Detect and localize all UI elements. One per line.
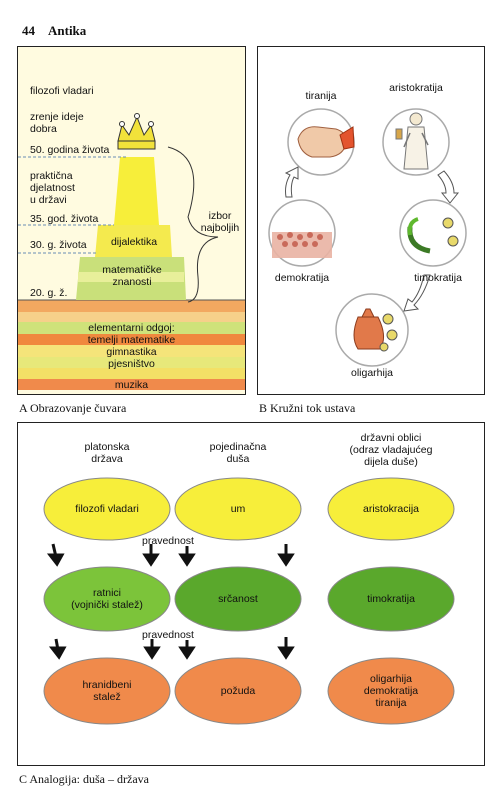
ellipse-oligarhija — [327, 657, 455, 725]
label-filozofi-vladari: filozofi vladari — [30, 85, 94, 97]
panel-c-analogy: platonska država pojedinačna duša državn… — [17, 422, 485, 766]
header-drzavni-2: (odraz vladajućeg — [349, 444, 433, 456]
header-platonska-1: platonska — [84, 441, 130, 453]
text-srcanost: srčanost — [218, 593, 258, 605]
header-pojedinacna-1: pojedinačna — [209, 441, 267, 453]
label-matematicke-2: znanosti — [112, 276, 152, 288]
crowd-icon — [272, 232, 332, 258]
crown-icon — [117, 113, 156, 150]
cycle-arrow-aristo-timo — [437, 170, 460, 204]
arrow-down-4 — [277, 544, 295, 567]
label-age-20: 20. g. ž. — [30, 287, 68, 299]
header-pojedinacna-2: duša — [226, 453, 250, 465]
base-stripe-3 — [18, 322, 245, 334]
base-stripe-2 — [18, 312, 245, 322]
label-prakticna-3: u državi — [30, 194, 67, 206]
arrow-down-7 — [178, 640, 196, 660]
base-stripe-4 — [18, 334, 245, 345]
ellipse-aristokracija — [327, 477, 455, 541]
timokratija-circle — [399, 199, 467, 267]
label-pravednost-1: pravednost — [142, 535, 194, 547]
label-temelji: temelji matematike — [87, 334, 176, 346]
pyramid-middle-tier — [95, 225, 172, 257]
base-stripe-1 — [18, 300, 245, 312]
base-stripe-6 — [18, 357, 245, 368]
text-pozuda: požuda — [220, 685, 256, 697]
label-dijalektika: dijalektika — [110, 236, 158, 248]
label-aristokratija: aristokratija — [389, 82, 443, 94]
label-izbor-1: izbor — [208, 210, 232, 222]
ellipse-pozuda — [174, 657, 302, 725]
caption-panel-c: C Analogija: duša – država — [19, 772, 149, 786]
text-oligarhija-2: demokratija — [363, 685, 419, 697]
page-number: 44 — [22, 23, 35, 38]
arrow-down-8 — [277, 637, 295, 660]
label-pravednost-2: pravednost — [142, 629, 194, 641]
laurel-wreath-icon — [407, 217, 459, 254]
ellipse-hranidbeni — [43, 657, 171, 725]
label-izbor-2: najboljih — [200, 222, 240, 234]
panel-a-education: filozofi vladari zrenje ideje dobra 50. … — [17, 46, 246, 395]
base-stripe-7 — [18, 368, 245, 379]
label-age-35: 35. god. života — [30, 213, 99, 225]
panel-c-figure — [43, 477, 455, 725]
text-filozofi-vladari: filozofi vladari — [75, 503, 139, 515]
label-timokratija: timokratija — [414, 272, 462, 284]
base-stripe-5 — [18, 345, 245, 357]
pyramid-top-tier — [114, 157, 159, 225]
caption-panel-b: B Kružni tok ustava — [259, 401, 356, 415]
label-tiranija: tiranija — [305, 90, 337, 102]
label-zrenje-1: zrenje ideje — [30, 111, 84, 123]
arrow-down-1 — [46, 543, 65, 567]
text-aristokracija: aristokracija — [362, 503, 420, 515]
panel-b-constitution-cycle: tiranija aristokratija timokratija oliga… — [257, 46, 485, 395]
header-drzavni-1: državni oblici — [360, 432, 422, 444]
label-oligarhija: oligarhija — [350, 367, 394, 379]
ellipse-srcanost — [174, 566, 302, 632]
cycle-arrow-demo-tiranija — [284, 166, 299, 198]
label-prakticna-1: praktična — [30, 170, 73, 182]
label-elementarni: elementarni odgoj: — [88, 322, 175, 334]
philosopher-figure-icon — [395, 112, 429, 170]
label-age-30: 30. g. života — [30, 239, 87, 251]
label-demokratija: demokratija — [274, 272, 330, 284]
header-platonska-2: država — [91, 453, 123, 465]
label-age-50: 50. godina života — [30, 144, 110, 156]
selection-brace — [167, 146, 219, 303]
text-oligarhija-1: oligarhija — [369, 673, 413, 685]
text-hranidbeni-2: stalež — [93, 691, 121, 703]
text-ratnici-1: ratnici — [92, 587, 121, 599]
text-hranidbeni-1: hranidbeni — [82, 679, 132, 691]
base-stripe-8 — [18, 379, 245, 390]
text-timokratija: timokratija — [367, 593, 415, 605]
fist-icon — [297, 126, 355, 158]
ellipse-filozofi — [43, 477, 171, 541]
ellipse-um — [174, 477, 302, 541]
caption-panel-a: A Obrazovanje čuvara — [19, 401, 127, 415]
pyramid-bottom-band — [78, 272, 184, 282]
label-gimnastika: gimnastika — [106, 346, 157, 358]
label-prakticna-2: djelatnost — [30, 182, 75, 194]
text-um: um — [230, 503, 246, 515]
arrow-down-5 — [48, 638, 67, 660]
text-ratnici-2: (vojnički stalež) — [71, 599, 143, 611]
ellipse-ratnici — [43, 566, 171, 632]
label-pjesnistvo: pjesništvo — [108, 358, 155, 370]
arrow-down-6 — [143, 639, 161, 660]
header-drzavni-3: dijela duše) — [364, 456, 418, 468]
panel-b-figure — [268, 108, 467, 367]
label-zrenje-2: dobra — [30, 123, 57, 135]
label-muzika: muzika — [114, 379, 149, 391]
arrow-down-2 — [142, 544, 160, 567]
ellipse-timokratija — [327, 566, 455, 632]
money-bag-icon — [353, 308, 398, 352]
text-oligarhija-3: tiranija — [375, 697, 407, 709]
cycle-arrow-timo-oligo — [403, 274, 431, 312]
arrow-down-3 — [178, 546, 196, 567]
label-matematicke-1: matematičke — [102, 264, 162, 276]
page-title: Antika — [48, 23, 87, 38]
panel-a-figure — [18, 113, 245, 390]
